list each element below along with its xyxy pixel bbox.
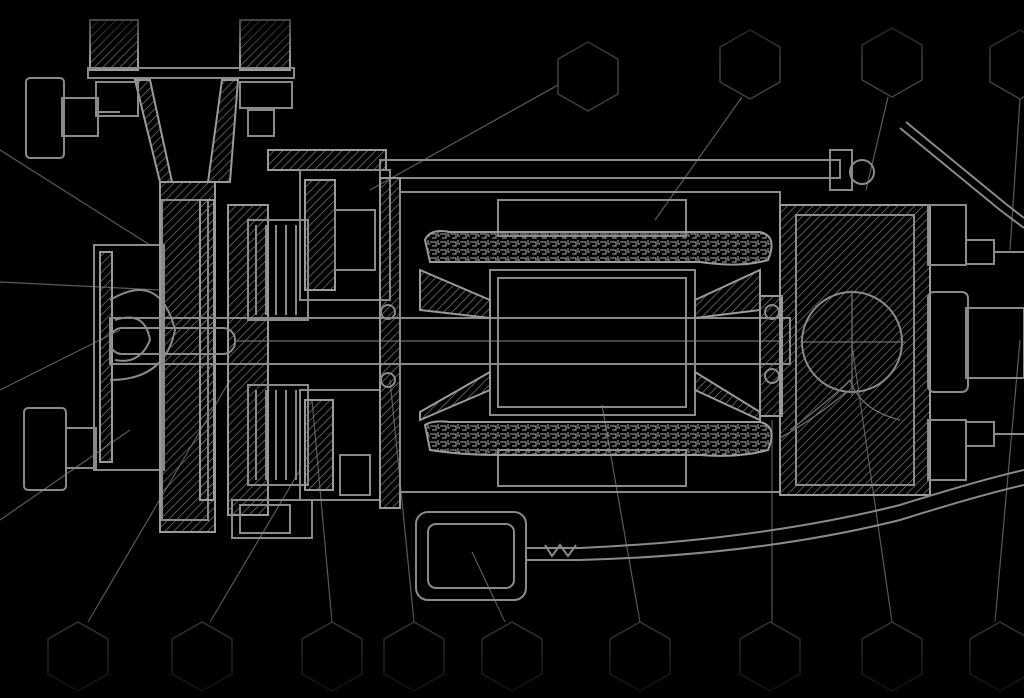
leader-line <box>654 96 743 221</box>
leader-line <box>865 96 889 191</box>
pump-housing <box>93 149 391 539</box>
cable-and-control-box <box>415 469 1024 601</box>
motor-end-cap <box>779 121 1024 496</box>
leader-line <box>994 339 1021 623</box>
leader-line <box>209 469 301 623</box>
leader-line <box>369 84 559 191</box>
motor-housing <box>379 149 875 509</box>
top-fade <box>0 0 1024 60</box>
valve-knob <box>23 77 120 491</box>
bottom-fade <box>0 600 1024 698</box>
leader-line <box>1009 98 1021 251</box>
